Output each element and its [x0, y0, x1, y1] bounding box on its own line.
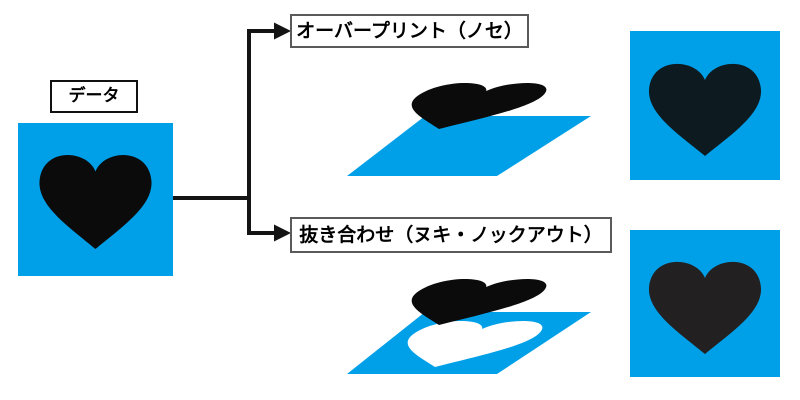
overprint-cyan-plate [347, 116, 591, 176]
knockout-illustration [347, 278, 591, 374]
knockout-label: 抜き合わせ（ヌキ・ノックアウト） [299, 223, 603, 246]
data-label-box: データ [50, 80, 138, 113]
arrow-right-icon [274, 224, 291, 242]
knockout-result [630, 230, 780, 377]
overprint-label: オーバープリント（ノセ） [296, 19, 523, 42]
flow-connector-line [173, 29, 278, 235]
overprint-label-box: オーバープリント（ノセ） [290, 14, 529, 48]
arrow-right-icon [274, 22, 291, 40]
knockout-label-box: 抜き合わせ（ヌキ・ノックアウト） [290, 217, 612, 253]
data-label: データ [68, 86, 120, 106]
data-artwork [18, 123, 173, 276]
overprint-illustration [347, 82, 591, 176]
overprint-result [630, 31, 780, 180]
